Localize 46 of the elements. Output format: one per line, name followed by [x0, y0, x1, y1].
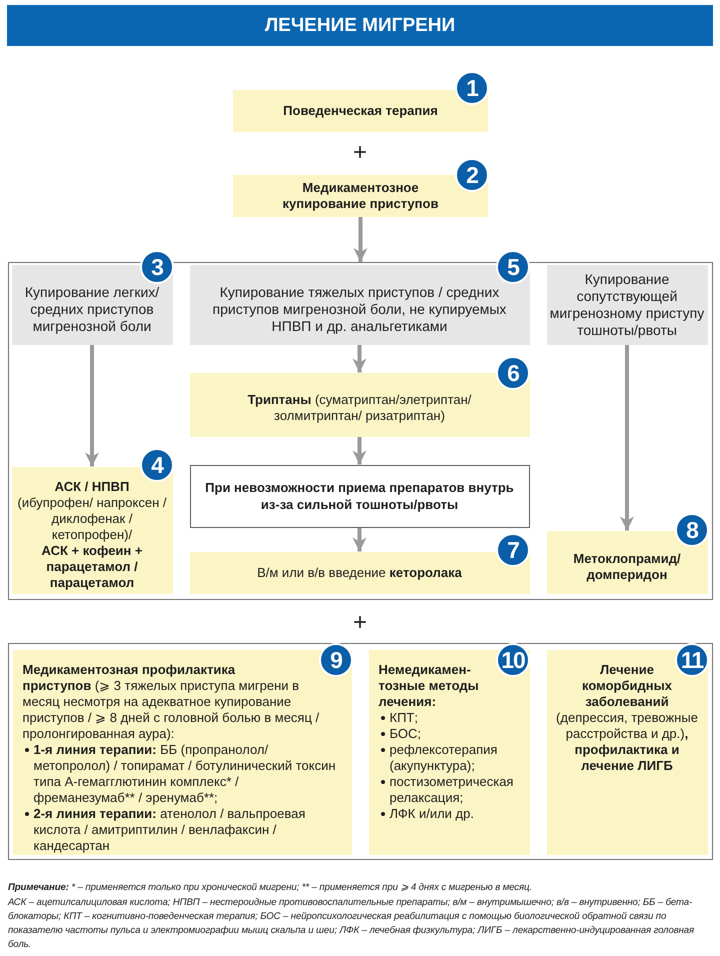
node-text: Купирование сопутствующей мигренозному приступу тошноты/рвоты [548, 270, 706, 338]
node-text: Поведенческая терапия [282, 103, 439, 119]
condition-box [190, 464, 530, 528]
bullet-item: БОС; [378, 726, 522, 742]
node-text: Метоклопрамид/ домперидон [572, 551, 682, 583]
arrow [352, 344, 366, 372]
method-box [368, 650, 530, 854]
arrow [352, 436, 366, 464]
plus-sign: + [352, 141, 368, 165]
prevention-box [12, 650, 352, 854]
node-text: (ибупрофен/ напроксен / диклофенак / кетопрофен)/ [16, 495, 168, 543]
title-banner: ЛЕЧЕНИЕ МИГРЕНИ [7, 5, 713, 46]
node-text: В/м или в/в введение кеторолака [256, 564, 463, 580]
bullet-item: постизометрическая релаксация; [378, 774, 522, 806]
bullet-item: КПТ; [378, 710, 522, 726]
bullet-item: 2-я линия терапии: атенолол / вальпроевая кислота / амитриптилин / венлафаксин / кандесартан [22, 806, 342, 854]
plus-sign: + [352, 611, 368, 635]
step-number: 6 [496, 356, 530, 390]
step-number: 2 [455, 158, 489, 192]
node-text: Триптаны (суматриптан/элетриптан/ золмитриптан/ ризатриптан) [246, 392, 472, 424]
footnote-text: Примечание:* – применяется только при хронической мигрени; ** – применяется при ⩾ 4 днях с мигренью в месяц. [8, 881, 533, 895]
group-frame [8, 643, 713, 860]
node-text: Немедикамен- тозные методы лечения: [378, 662, 480, 710]
node-text: При невозможности приема препаратов внутрь из-за сильной тошноты/рвоты [204, 479, 515, 513]
node-text: АСК + кофеин + парацетамол / парацетамол [40, 543, 144, 591]
arrow [620, 344, 634, 530]
step-number: 1 [455, 71, 489, 105]
node-text: Купирование легких/ средних приступов мигренозной боли [24, 284, 160, 335]
step-number: 8 [675, 513, 709, 547]
node-text: Медикаментозная профилактика приступов (⩾ 3 тяжелых приступа мигрени в месяц несмотря на адекватное купирование приступов / ⩾ 8 дней с головной болью в месяц / пролонгированная аура): [22, 662, 320, 742]
indication-box [546, 264, 708, 344]
arrow [354, 217, 368, 262]
node-text: АСК / НПВП [54, 479, 130, 495]
node-text: Купирование тяжелых приступов / средних приступов мигренозной боли, не купируемых НПВП и др. анальгетиками [212, 284, 508, 335]
arrow [85, 344, 99, 466]
node-text: Медикаментозное купирование приступов [282, 180, 440, 212]
bullet-item: ЛФК и/или др. [378, 806, 522, 822]
comorbidity-box [546, 650, 708, 854]
step-number: 4 [140, 448, 174, 482]
abbreviation-note: АСК – ацетилсалициловая кислота; НПВП – нестероидные противовоспалительные препараты; в/м – внутримышечно; в/в – внутривенно; ББ – бета-блокаторы; КПТ – когнитивно-поведенческая терапия; БОС – нейропсихологическая реабилитация с помощью биологической обратной связи по показателю частоты пульса и электромиографии мышц скальпа и шеи; ЛФК – лечебная физкультура; ЛИГБ – лекарственно-индуцированная головная боль. [8, 896, 696, 952]
step-number: 5 [496, 250, 530, 284]
bullet-item: рефлексотерапия (акупунктура); [378, 742, 522, 774]
arrow [352, 528, 366, 552]
step-number: 7 [496, 533, 530, 567]
bullet-item: 1-я линия терапии: ББ (пропранолол/ метопролол) / топирамат / ботулинический токсин типа А-гемагглютинин комплекс* / фреманезумаб** / эренумаб**; [22, 742, 342, 806]
step-number: 3 [140, 250, 174, 284]
